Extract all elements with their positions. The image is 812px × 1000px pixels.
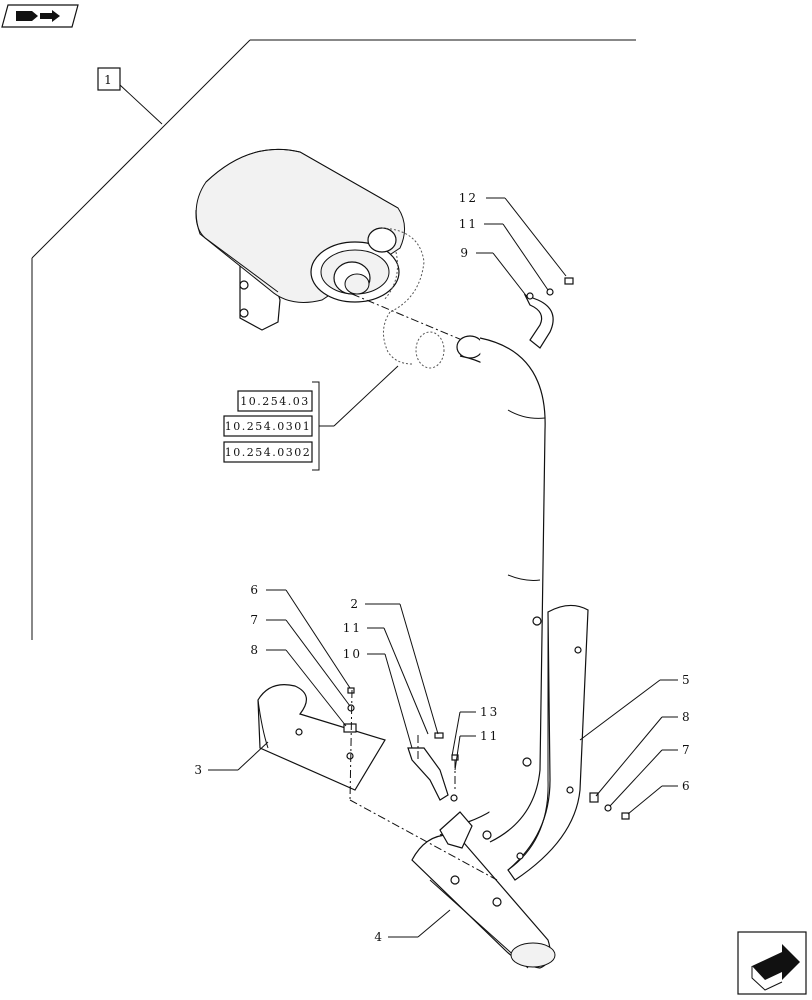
leader-lines	[208, 197, 678, 938]
callout-6-left: 6	[250, 583, 260, 597]
callout-11-mid: 11	[343, 621, 362, 635]
callout-7-right: 7	[682, 743, 692, 757]
callout-11-low: 11	[480, 729, 499, 743]
group-label-box: 1	[97, 67, 121, 91]
group-frame	[31, 39, 636, 640]
heat-shield-left	[257, 684, 386, 791]
callout-7-left: 7	[250, 613, 260, 627]
pipe-bracket	[407, 747, 473, 849]
reference-code-2[interactable]: 10.254.0301	[225, 420, 311, 433]
reference-box-2[interactable]: 10.254.0301	[223, 415, 313, 437]
callout-4: 4	[374, 930, 384, 944]
reference-box-1[interactable]: 10.254.03	[237, 390, 313, 412]
callout-8-left: 8	[250, 643, 260, 657]
callout-3: 3	[194, 763, 204, 777]
muffler	[195, 148, 463, 369]
heat-shield-right	[507, 604, 589, 881]
reference-box-3[interactable]: 10.254.0302	[223, 441, 313, 463]
tailpipe	[411, 834, 556, 969]
u-clamp	[523, 292, 554, 349]
reference-bracket	[312, 365, 399, 471]
callout-10: 10	[343, 647, 362, 661]
callout-11-top: 11	[459, 217, 478, 231]
callouts: 12 11 9 6 7 8 2 11 10 13 11 3 5 8 7 6 4	[194, 191, 692, 944]
callout-5: 5	[682, 673, 692, 687]
assembly-lines	[349, 689, 498, 881]
reference-code-1[interactable]: 10.254.03	[240, 395, 309, 408]
group-label: 1	[104, 73, 114, 87]
book-arrow-icon[interactable]	[1, 4, 79, 28]
callout-8-right: 8	[682, 710, 692, 724]
callout-6-right: 6	[682, 779, 692, 793]
callout-2: 2	[350, 597, 360, 611]
exhaust-pipe	[439, 335, 546, 843]
reference-code-3[interactable]: 10.254.0302	[225, 446, 311, 459]
callout-12: 12	[459, 191, 478, 205]
fasteners	[343, 277, 630, 820]
callout-9: 9	[460, 246, 470, 260]
callout-13: 13	[480, 705, 499, 719]
next-page-arrow-icon[interactable]	[737, 931, 807, 995]
